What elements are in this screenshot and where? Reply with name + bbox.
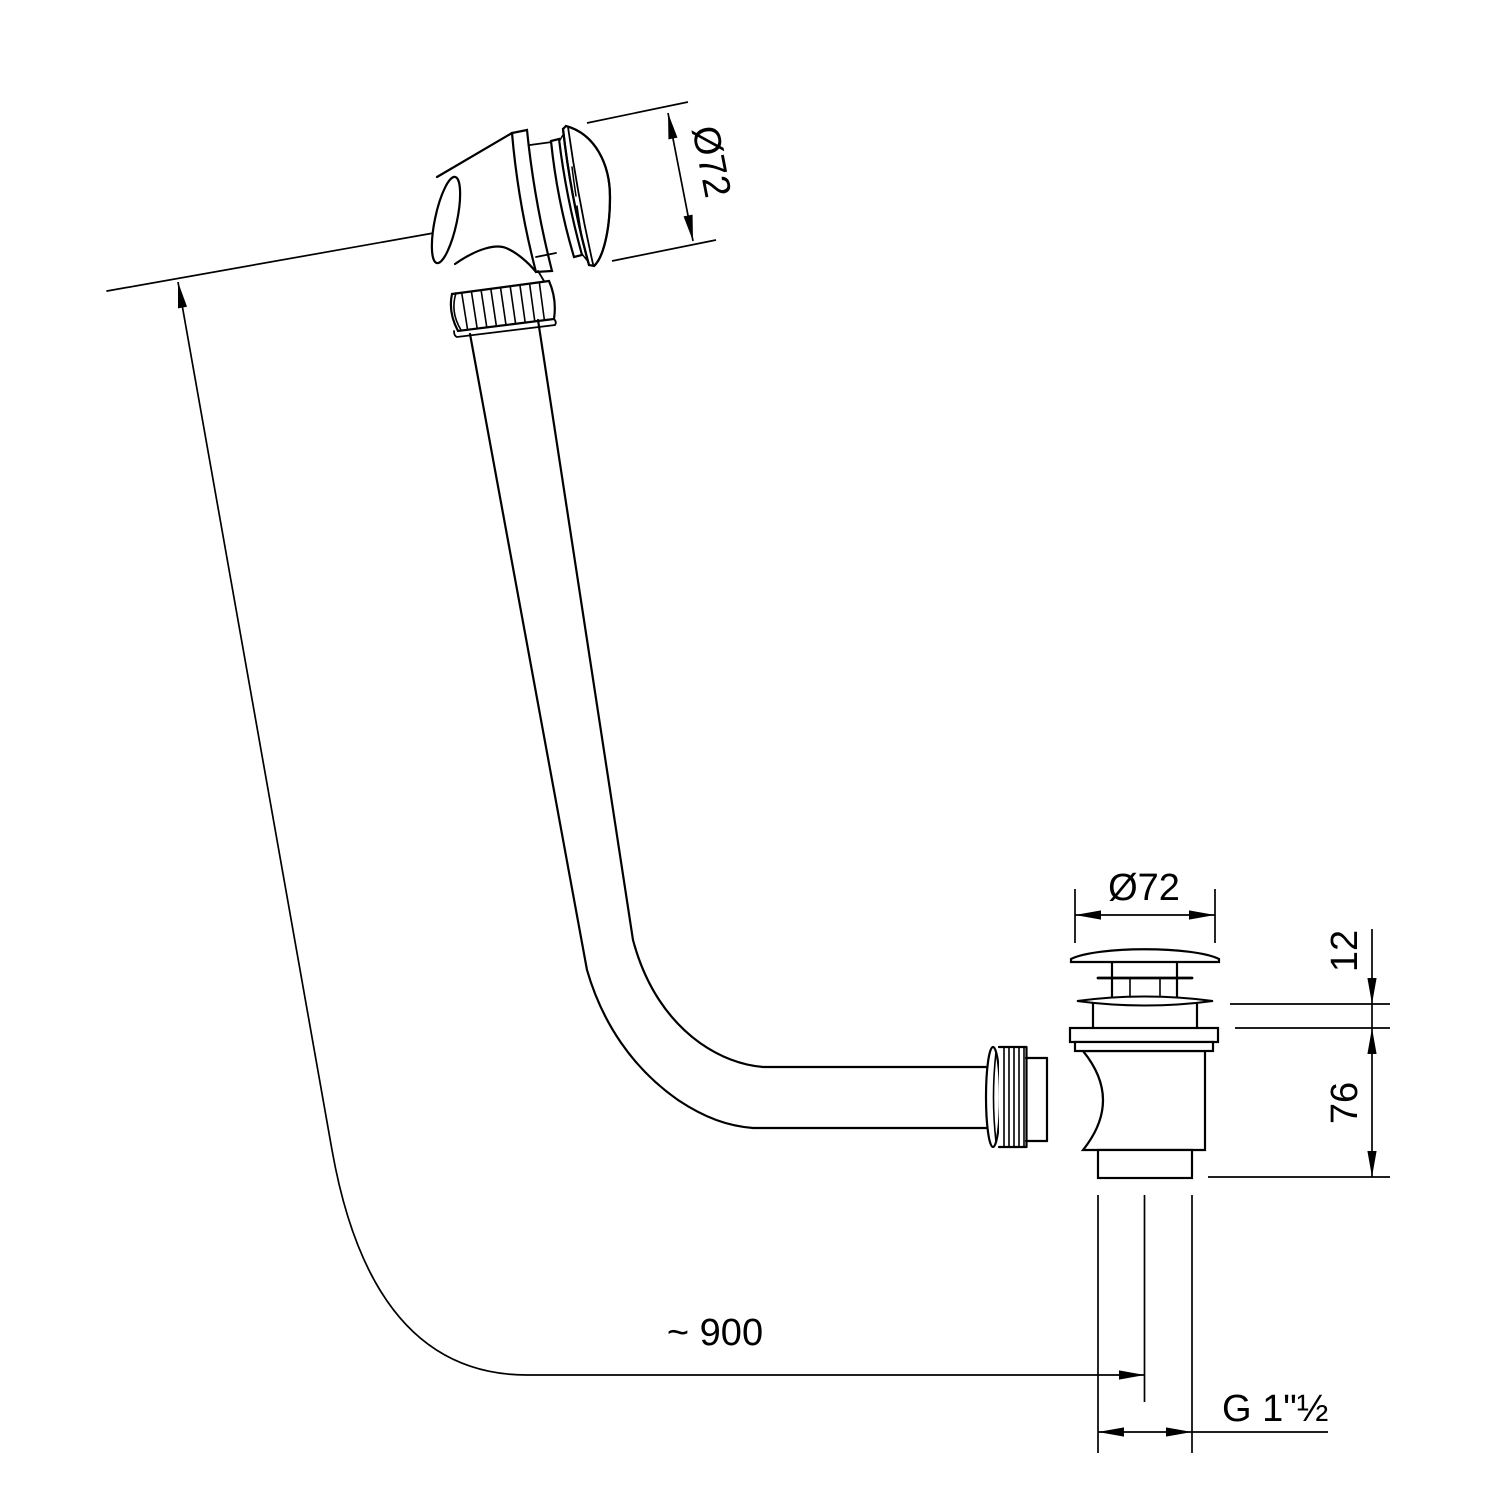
dimension-hose-length — [177, 281, 1145, 1380]
outlet-projection-lines — [1097, 1195, 1193, 1453]
dimension-drain-diameter — [1074, 889, 1216, 943]
drain-fitting — [984, 948, 1221, 1180]
flexible-pipe — [468, 318, 989, 1130]
thread-size-label: G 1"½ — [1222, 1388, 1328, 1430]
hose-length-label: ~ 900 — [667, 1312, 763, 1354]
overflow-flange — [510, 128, 554, 274]
drain-cap — [1069, 948, 1221, 964]
pipe-outer-edge — [468, 332, 989, 1130]
drain-nut-knurling — [1003, 1046, 1025, 1148]
overflow-nut-knurling — [460, 281, 546, 331]
dimension-overflow-diameter — [586, 101, 717, 262]
drain-diameter-label: Ø72 — [1108, 867, 1180, 909]
bath-surface-line — [106, 230, 446, 292]
overflow-fitting — [106, 124, 612, 338]
drain-outlet — [1096, 1148, 1194, 1180]
drain-rim — [1076, 995, 1214, 1007]
overflow-diameter-label: Ø72 — [683, 122, 738, 201]
dimension-rim-and-body-height — [1208, 929, 1390, 1178]
drain-body — [1080, 1049, 1207, 1152]
dimension-thread-size — [1098, 1427, 1328, 1437]
overflow-body-face — [430, 175, 462, 265]
drain-flange — [1068, 1026, 1220, 1044]
body-height-label: 76 — [1324, 1082, 1366, 1124]
rim-height-label: 12 — [1324, 930, 1366, 972]
pipe-inner-edge — [536, 318, 989, 1069]
